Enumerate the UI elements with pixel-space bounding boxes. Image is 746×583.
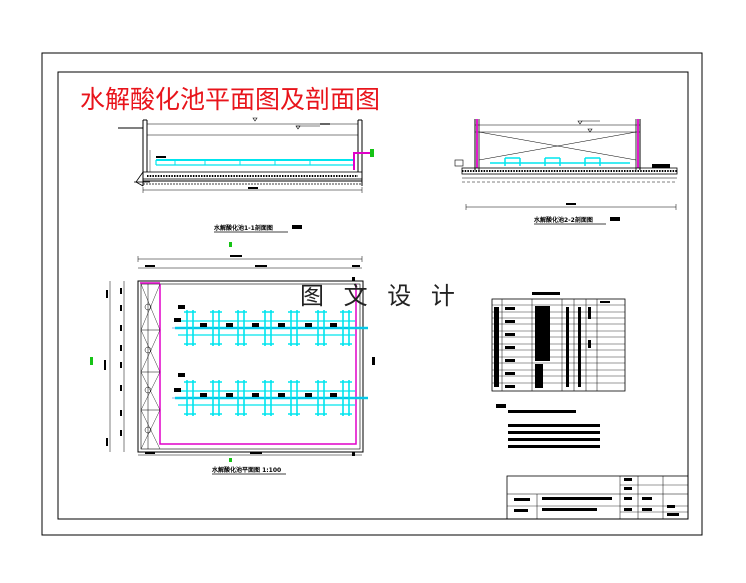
section-1-1-view bbox=[118, 117, 374, 193]
inner-frame bbox=[57, 71, 689, 520]
watermark-text: 图 文 设 计 bbox=[300, 282, 461, 310]
section-1-1-caption: 水解酸化池1-1剖面图 bbox=[214, 224, 273, 232]
notes-block bbox=[496, 404, 600, 448]
section-2-2-caption: 水解酸化池2-2剖面图 bbox=[534, 216, 593, 224]
equipment-table bbox=[491, 292, 626, 392]
title-block bbox=[506, 475, 689, 520]
drawing-title: 水解酸化池平面图及剖面图 bbox=[80, 85, 381, 114]
outer-border bbox=[41, 52, 703, 536]
plan-view bbox=[90, 242, 375, 462]
plan-caption: 水解酸化池平面图 1:100 bbox=[212, 466, 281, 474]
section-2-2-view bbox=[454, 119, 678, 210]
